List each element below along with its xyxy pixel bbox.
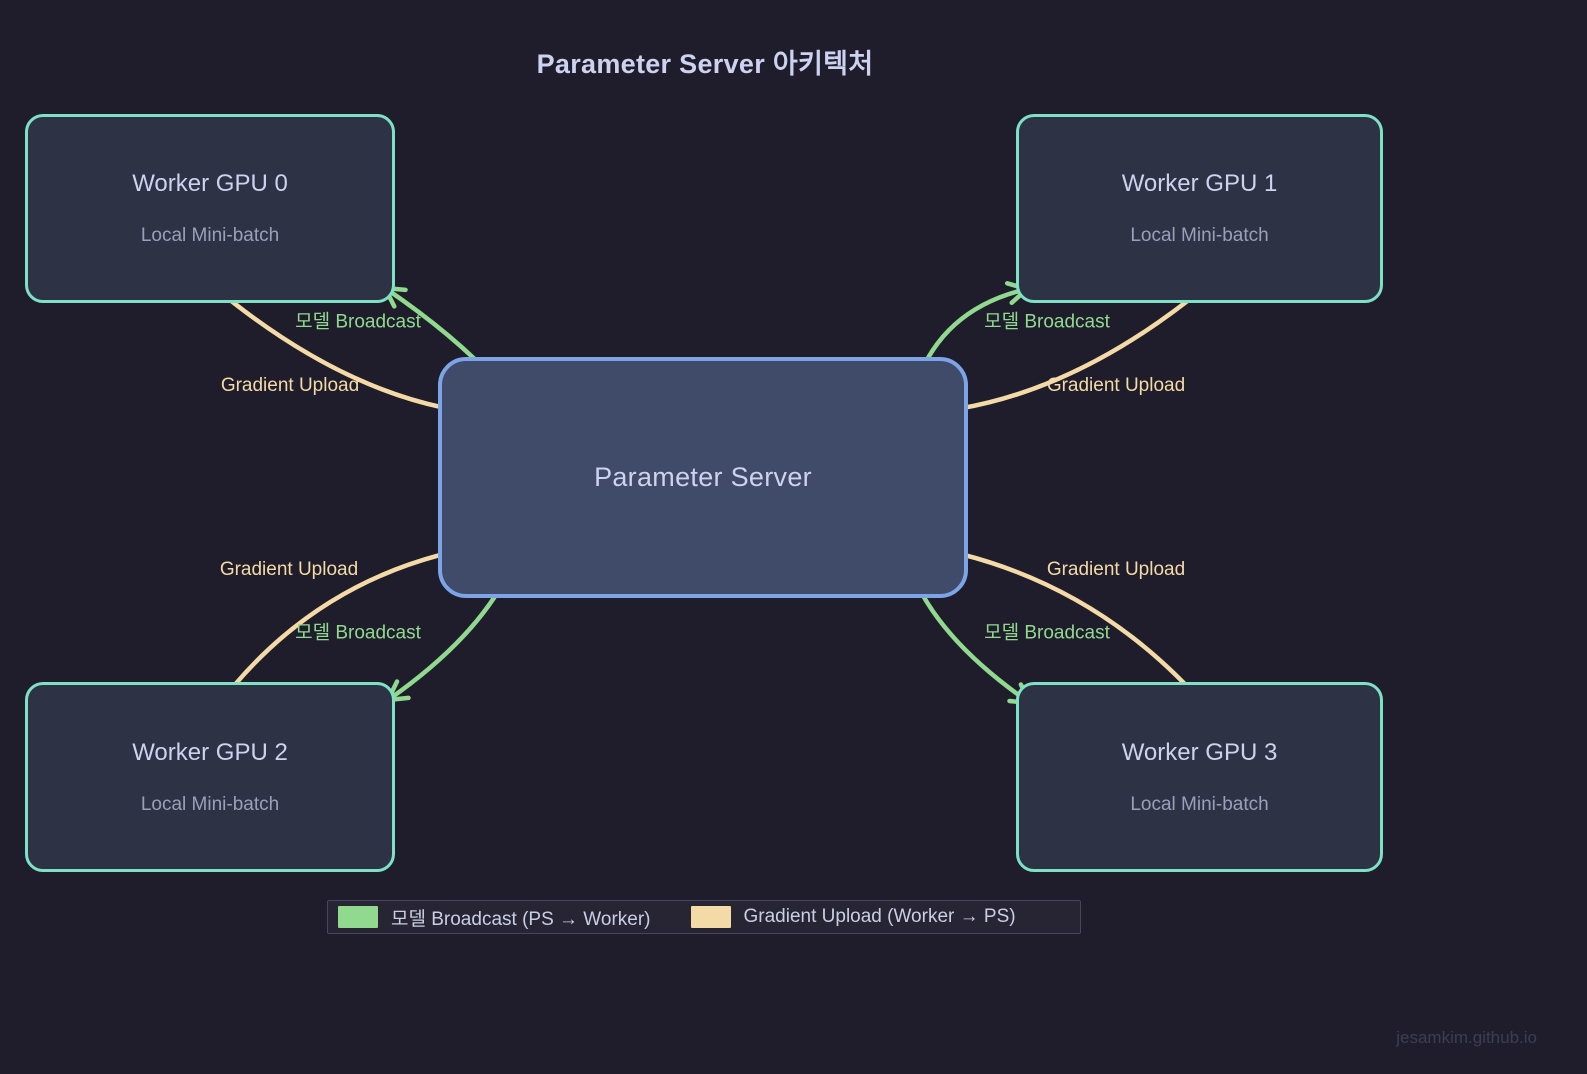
legend-item-upload: Gradient Upload (Worker → PS)	[690, 906, 1016, 928]
edge-label-broadcast-worker1: 모델 Broadcast	[984, 311, 1110, 333]
edge-label-broadcast-worker2: 모델 Broadcast	[295, 622, 421, 644]
broadcast-color-swatch	[338, 906, 378, 928]
legend: 모델 Broadcast (PS → Worker) Gradient Uplo…	[327, 900, 1081, 934]
worker-gpu-1-node: Worker GPU 1 Local Mini-batch	[1016, 114, 1383, 303]
parameter-server-node: Parameter Server	[438, 357, 968, 598]
worker-gpu-3-subtitle: Local Mini-batch	[1130, 793, 1269, 815]
edge-label-broadcast-worker3: 모델 Broadcast	[984, 622, 1110, 644]
worker-gpu-2-subtitle: Local Mini-batch	[140, 793, 280, 815]
worker-gpu-2-title: Worker GPU 2	[132, 738, 288, 766]
worker-gpu-0-node: Worker GPU 0 Local Mini-batch	[25, 114, 395, 303]
legend-item-broadcast: 모델 Broadcast (PS → Worker)	[338, 904, 651, 931]
watermark: jesamkim.github.io	[1396, 1028, 1537, 1047]
edge-label-upload-worker2: Gradient Upload	[219, 559, 359, 580]
worker-gpu-1-subtitle: Local Mini-batch	[1130, 225, 1269, 246]
worker-gpu-2-node: Worker GPU 2 Local Mini-batch	[25, 682, 395, 872]
edge-label-upload-worker3: Gradient Upload	[1046, 559, 1186, 580]
diagram-title: Parameter Server 아키텍처	[536, 49, 874, 79]
edge-label-upload-worker0: Gradient Upload	[220, 375, 360, 396]
edge-label-upload-worker1: Gradient Upload	[1046, 375, 1186, 396]
worker-gpu-0-title: Worker GPU 0	[132, 170, 288, 197]
parameter-server-title: Parameter Server	[594, 462, 812, 492]
worker-gpu-0-subtitle: Local Mini-batch	[140, 225, 280, 246]
legend-broadcast-label: 모델 Broadcast (PS → Worker)	[391, 908, 651, 930]
worker-gpu-1-title: Worker GPU 1	[1121, 170, 1278, 197]
worker-gpu-3-node: Worker GPU 3 Local Mini-batch	[1016, 682, 1383, 872]
edge-label-broadcast-worker0: 모델 Broadcast	[295, 311, 421, 333]
legend-upload-label: Gradient Upload (Worker → PS)	[743, 906, 1016, 927]
upload-color-swatch	[690, 906, 731, 928]
worker-gpu-3-title: Worker GPU 3	[1121, 738, 1278, 766]
